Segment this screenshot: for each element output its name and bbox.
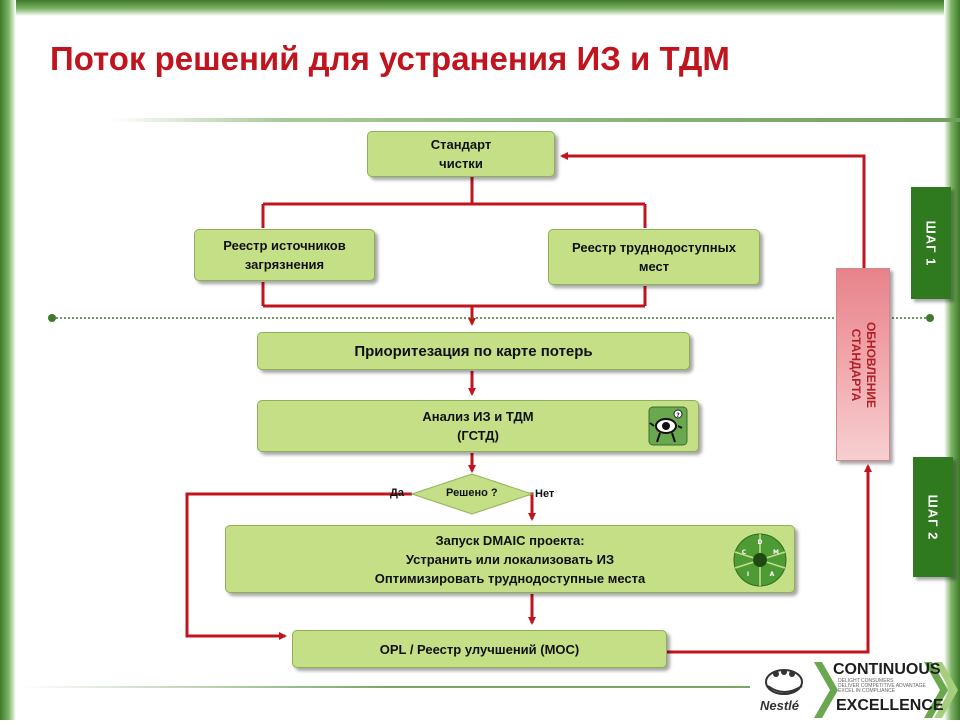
node-analysis: Анализ ИЗ и ТДМ (ГСТД) ? — [257, 400, 699, 452]
node-hard-places-registry-label: Реестр труднодоступных мест — [572, 240, 736, 274]
node-analysis-label: Анализ ИЗ и ТДМ (ГСТД) — [422, 409, 534, 443]
node-cleaning-standard-label: Стандарт чистки — [430, 137, 492, 171]
node-dmaic-label: Запуск DMAIC проекта: Устранить или лока… — [374, 532, 646, 586]
step-1-label: ШАГ 1 — [923, 220, 939, 266]
node-contamination-sources-registry: Реестр источников загрязнения — [194, 229, 375, 281]
node-prioritization: Приоритезация по карте потерь — [257, 332, 690, 370]
node-opl: OPL / Реестр улучшений (МОС) — [292, 630, 667, 668]
continuous-excellence-chevrons — [814, 662, 958, 718]
svg-text:A: A — [770, 571, 775, 578]
frame-top — [0, 0, 960, 16]
svg-text:M: M — [773, 549, 779, 556]
title-divider — [110, 118, 960, 122]
node-cleaning-standard: Стандарт чистки — [367, 131, 555, 177]
branch-yes-label: Да — [390, 487, 404, 499]
arrow-opl-to-update — [667, 464, 872, 654]
node-update-standard-label: ОБНОВЛЕНИЕ СТАНДАРТА — [849, 321, 879, 408]
node-opl-label: OPL / Реестр улучшений (МОС) — [379, 641, 580, 657]
logo-area — [758, 660, 958, 720]
node-hard-places-registry: Реестр труднодоступных мест — [548, 229, 760, 285]
step-1-badge: ШАГ 1 — [911, 187, 951, 299]
decision-diamond — [410, 473, 534, 515]
node-dmaic: Запуск DMAIC проекта: Устранить или лока… — [225, 525, 795, 593]
arrow-yes-to-opl — [185, 492, 412, 640]
decision-label: Решено ? — [446, 487, 498, 499]
arrow-update-to-standard — [560, 152, 866, 268]
svg-text:I: I — [747, 571, 749, 578]
connector-registries-merge — [261, 282, 647, 308]
program-tagline: DELIGHT CONSUMERS DELIVER COMPETITIVE AD… — [838, 678, 926, 694]
footer-divider — [20, 686, 750, 688]
node-contamination-sources-registry-label: Реестр источников загрязнения — [223, 238, 346, 272]
svg-text:C: C — [742, 549, 747, 556]
nestle-brand: Nestlé — [760, 698, 800, 713]
program-title-top: CONTINUOUS — [833, 661, 941, 678]
connector-standard-split — [261, 176, 647, 228]
branch-no-label: Нет — [535, 488, 555, 500]
divider-dot-left — [48, 314, 56, 322]
divider-dot-right — [926, 314, 934, 322]
page-title: Поток решений для устранения ИЗ и ТДМ — [50, 40, 730, 77]
program-title-bottom: EXCELLENCE — [836, 697, 944, 714]
svg-text:D: D — [758, 539, 763, 546]
step-2-label: ШАГ 2 — [925, 494, 941, 540]
svg-text:?: ? — [676, 412, 680, 419]
step-2-badge: ШАГ 2 — [913, 457, 953, 577]
node-update-standard: ОБНОВЛЕНИЕ СТАНДАРТА — [836, 268, 890, 461]
frame-left — [0, 0, 16, 720]
node-prioritization-label: Приоритезация по карте потерь — [354, 342, 593, 360]
nestle-nest-logo — [765, 669, 803, 695]
dmaic-wheel-icon: D M A I C — [732, 532, 788, 588]
eye-character-icon: ? — [648, 406, 688, 446]
